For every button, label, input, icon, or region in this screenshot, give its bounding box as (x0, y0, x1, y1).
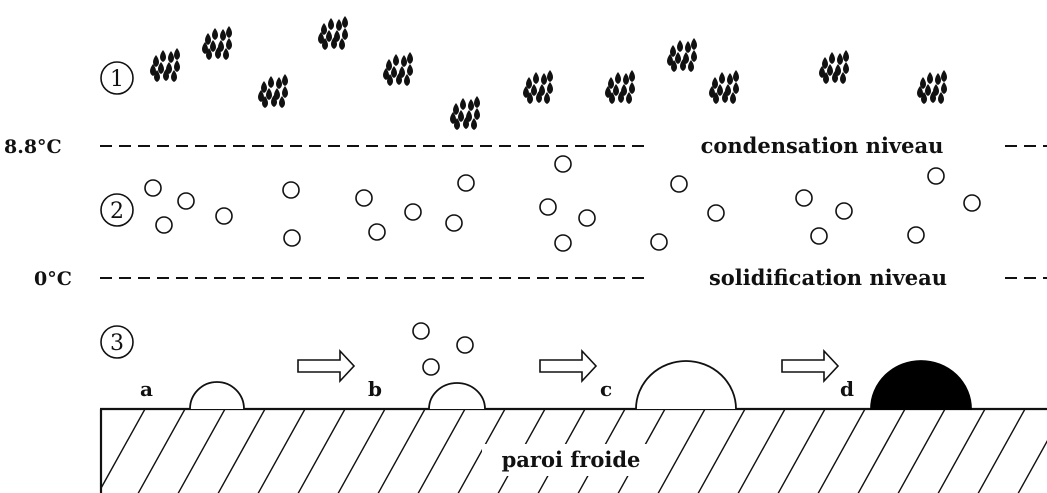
droplet-cluster (258, 74, 288, 108)
arrow-c-to-d (781, 348, 840, 384)
stage-c-label: c (600, 377, 612, 401)
droplet-cluster (383, 52, 413, 86)
stage-b-bubble (422, 358, 440, 376)
stage-b-bubble (412, 322, 430, 340)
arrow-a-to-b (297, 348, 356, 384)
zone-3-circle (100, 325, 134, 359)
vapor-bubble (445, 214, 463, 232)
stage-a-droplet (189, 381, 245, 410)
zone-1-number: 1 (110, 67, 124, 92)
vapor-bubble (650, 233, 668, 251)
vapor-bubble (368, 223, 386, 241)
zone-3-number: 3 (110, 331, 124, 356)
zone-3-marker: 3 (100, 325, 134, 359)
stage-d-frozen-droplet (870, 360, 972, 410)
vapor-bubble (177, 192, 195, 210)
cold-wall: paroi froide (99, 407, 1047, 493)
vapor-bubble (282, 181, 300, 199)
vapor-bubble (539, 198, 557, 216)
stage-b-droplet (428, 382, 486, 410)
wall-hatching (100, 409, 1047, 493)
stage-c-droplet (635, 360, 737, 410)
wall-label-background (482, 444, 660, 476)
zone-2-marker: 2 (100, 193, 134, 227)
vapor-bubble (835, 202, 853, 220)
vapor-bubble (670, 175, 688, 193)
stage-a-label: a (140, 377, 153, 401)
vapor-bubble (554, 234, 572, 252)
wall-label: paroi froide (502, 447, 641, 472)
zone-2-number: 2 (110, 199, 124, 224)
droplet-clusters (150, 16, 947, 130)
vapor-bubble (155, 216, 173, 234)
zone-2-circle (100, 193, 134, 227)
droplet-cluster (917, 70, 947, 104)
stage-d-label: d (840, 377, 854, 401)
vapor-bubble (554, 155, 572, 173)
vapor-bubble (810, 227, 828, 245)
vapor-bubble (795, 189, 813, 207)
solidification-temperature: 0°C (34, 268, 72, 290)
arrow-b-to-c (539, 348, 598, 384)
condensation-temperature: 8.8°C (4, 136, 62, 158)
droplet-cluster (150, 48, 180, 82)
vapor-bubble (144, 179, 162, 197)
condensation-label: condensation niveau (701, 133, 944, 158)
stage-b-label: b (368, 377, 382, 401)
droplet-cluster (605, 70, 635, 104)
droplet-cluster (523, 70, 553, 104)
vapor-bubble (215, 207, 233, 225)
droplet-cluster (667, 38, 697, 72)
droplet-cluster (202, 26, 232, 60)
vapor-bubble (355, 189, 373, 207)
droplet-cluster (450, 96, 480, 130)
vapor-bubble (283, 229, 301, 247)
droplet-cluster (318, 16, 348, 50)
vapor-bubble (907, 226, 925, 244)
solidification-label: solidification niveau (709, 265, 947, 290)
vapor-bubble (457, 174, 475, 192)
vapor-bubble (927, 167, 945, 185)
vapor-bubbles (144, 155, 981, 252)
zone-1-marker: 1 (100, 61, 134, 95)
vapor-bubble (404, 203, 422, 221)
vapor-bubble (707, 204, 725, 222)
vapor-bubble (578, 209, 596, 227)
droplet-cluster (819, 50, 849, 84)
droplet-cluster (709, 70, 739, 104)
zone-1-circle (100, 61, 134, 95)
stage-b-bubble (456, 336, 474, 354)
vapor-bubble (963, 194, 981, 212)
